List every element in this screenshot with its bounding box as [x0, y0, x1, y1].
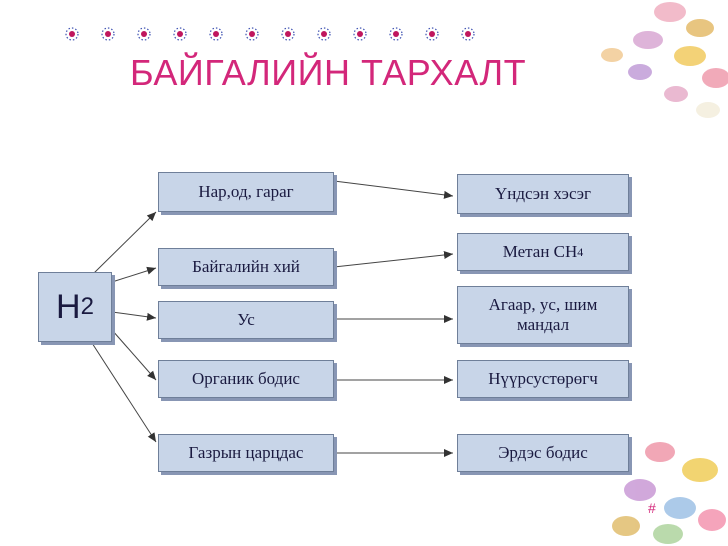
- dot-center: [465, 31, 471, 37]
- left-box-earth-crust: Газрын царцдас: [158, 434, 334, 472]
- left-box-sun-stars: Нар,од, гараг: [158, 172, 334, 212]
- right-box-mineral: Эрдэс бодис: [457, 434, 629, 472]
- dot-ring: [209, 27, 223, 41]
- left-box-label: Ус: [237, 309, 255, 329]
- dot-center: [249, 31, 255, 37]
- dot-center: [321, 31, 327, 37]
- right-box-main-part: Үндсэн хэсэг: [457, 174, 629, 214]
- right-box-label: Эрдэс бодис: [498, 442, 588, 462]
- dot-ring: [65, 27, 79, 41]
- dot-ring: [173, 27, 187, 41]
- dot-ring: [353, 27, 367, 41]
- dot-ring: [281, 27, 295, 41]
- dot-ring: [425, 27, 439, 41]
- left-box-label: Органик бодис: [192, 368, 300, 388]
- h2-symbol: H: [56, 287, 81, 326]
- page-number: #: [648, 500, 656, 516]
- right-box-atmosphere: Агаар, ус, шим мандал: [457, 286, 629, 344]
- right-box-subscript: 4: [577, 244, 584, 259]
- right-box-label: Үндсэн хэсэг: [494, 183, 591, 203]
- right-box-label: Метан CH: [502, 241, 578, 261]
- arrow-left-1-to-right-1: [333, 180, 454, 199]
- arrow-h2-to-left-5: [91, 342, 157, 443]
- dot-center: [213, 31, 219, 37]
- left-box-organic-matter: Органик бодис: [158, 360, 334, 398]
- dot-ring: [461, 27, 475, 41]
- dot-center: [69, 31, 75, 37]
- dot-ring: [101, 27, 115, 41]
- left-box-label: Байгалийн хий: [192, 256, 300, 276]
- right-box-label: Агаар, ус, шим мандал: [488, 294, 598, 334]
- left-box-label: Нар,од, гараг: [198, 181, 294, 201]
- arrow-left-2-to-right-2: [333, 251, 454, 268]
- dot-center: [177, 31, 183, 37]
- arrow-h2-to-left-3: [111, 311, 157, 321]
- dot-center: [393, 31, 399, 37]
- dot-center: [429, 31, 435, 37]
- left-box-water: Ус: [158, 301, 334, 339]
- right-box-label: Нүүрсустөрөгч: [488, 368, 598, 388]
- h2-subscript: 2: [80, 292, 94, 320]
- decorative-dot-row: [65, 27, 475, 41]
- arrow-h2-to-left-2: [111, 266, 157, 283]
- left-box-natural-gas: Байгалийн хий: [158, 248, 334, 286]
- dot-center: [105, 31, 111, 37]
- slide-title: БАЙГАЛИЙН ТАРХАЛТ: [130, 52, 527, 93]
- dot-ring: [245, 27, 259, 41]
- dot-ring: [317, 27, 331, 41]
- dot-ring: [389, 27, 403, 41]
- dot-center: [285, 31, 291, 37]
- dot-center: [357, 31, 363, 37]
- arrow-h2-to-left-1: [91, 211, 157, 276]
- arrow-h2-to-left-4: [111, 329, 157, 381]
- dot-center: [141, 31, 147, 37]
- right-box-hydrocarbon: Нүүрсустөрөгч: [457, 360, 629, 398]
- dot-ring: [137, 27, 151, 41]
- left-box-label: Газрын царцдас: [188, 442, 304, 462]
